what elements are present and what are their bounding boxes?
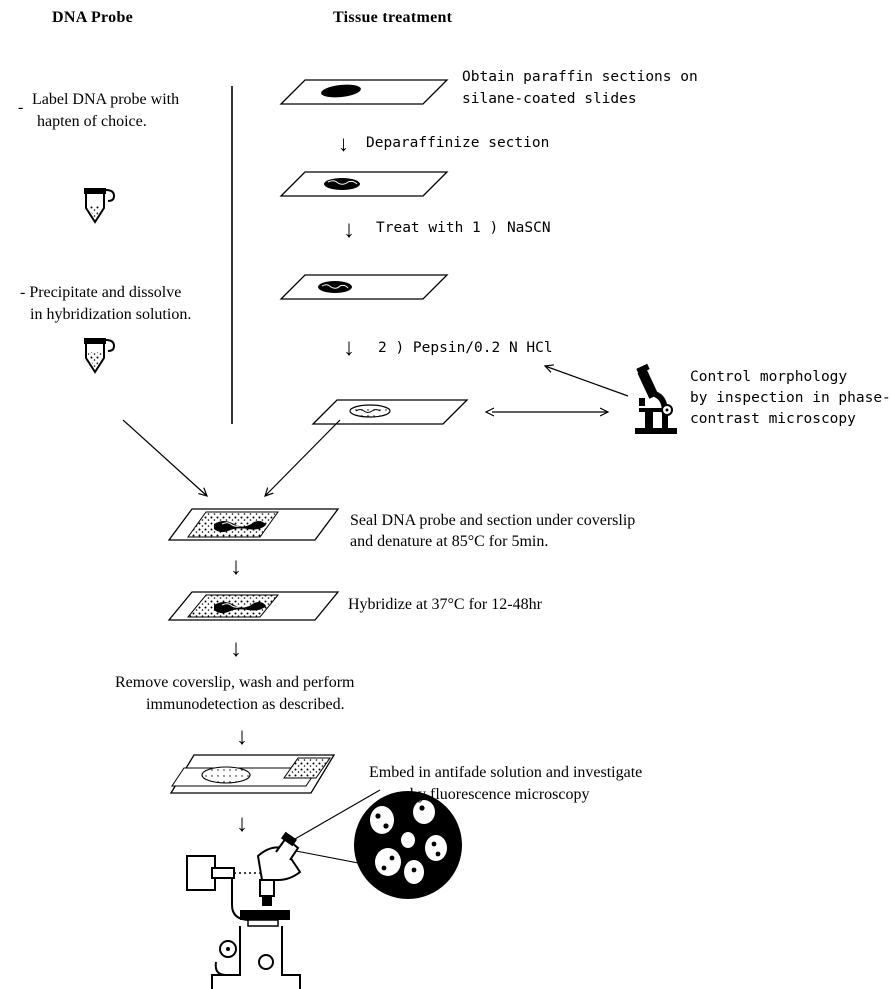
- probe-tube-icon-1: [84, 188, 116, 224]
- slide-4: [311, 399, 469, 425]
- precipitate-step-line1: - Precipitate and dissolve: [20, 284, 182, 301]
- arrow-down-deparaffinize: ↓: [338, 131, 349, 156]
- arrow-down-hybridize: ↓: [230, 554, 242, 580]
- label-step-line2: hapten of choice.: [37, 113, 147, 130]
- embed-step-line2: by fluorescence microscopy: [410, 786, 590, 803]
- arrow-to-pepsin: [545, 366, 629, 397]
- view-cone-upper: [287, 789, 381, 844]
- arrow-down-microscope: ↓: [236, 811, 248, 837]
- precipitate-step-line2: in hybridization solution.: [30, 306, 192, 323]
- tissue-treatment-heading: Tissue treatment: [333, 9, 453, 26]
- arrow-down-remove: ↓: [230, 636, 242, 662]
- control-line3: contrast microscopy: [690, 411, 856, 427]
- arrow-tissue-to-seal: [265, 419, 341, 496]
- seal-step-line1: Seal DNA probe and section under coversl…: [350, 512, 636, 529]
- pepsin-label: 2 ) Pepsin/0.2 N HCl: [378, 340, 553, 356]
- remove-step-line1: Remove coverslip, wash and perform: [115, 674, 355, 691]
- deparaffinize-label: Deparaffinize section: [366, 135, 550, 151]
- coverslip-slide-1: [167, 508, 340, 541]
- label-step-dash: -: [18, 99, 24, 116]
- coverslip-slide-2: [167, 591, 340, 621]
- arrow-down-treat: ↓: [343, 217, 355, 243]
- probe-tube-icon-2: [84, 338, 116, 374]
- control-microscope-icon: [635, 363, 677, 434]
- hybridize-step: Hybridize at 37°C for 12-48hr: [348, 596, 542, 613]
- dna-probe-heading: DNA Probe: [52, 9, 134, 26]
- slide-1: [279, 79, 449, 105]
- control-line2: by inspection in phase-: [690, 390, 891, 406]
- remove-step-line2: immunodetection as described.: [146, 696, 345, 713]
- antifade-slide: [169, 754, 336, 794]
- treat-label: Treat with 1 ) NaSCN: [376, 220, 551, 236]
- seal-step-line2: and denature at 85°C for 5min.: [350, 533, 549, 550]
- control-line1: Control morphology: [690, 369, 848, 385]
- obtain-sections-line2: silane-coated slides: [462, 91, 637, 107]
- obtain-sections-line1: Obtain paraffin sections on: [462, 69, 698, 85]
- slide-2: [279, 171, 449, 197]
- arrow-down-pepsin: ↓: [343, 335, 355, 361]
- arrow-down-embed: ↓: [236, 724, 248, 750]
- fluorescence-view-circle: [354, 791, 462, 899]
- fluorescence-microscope-icon: [186, 831, 302, 989]
- slide-3: [279, 274, 449, 300]
- arrow-probe-to-seal: [122, 419, 207, 496]
- label-step-line1: Label DNA probe with: [32, 91, 180, 108]
- embed-step-line1: Embed in antifade solution and investiga…: [369, 764, 643, 781]
